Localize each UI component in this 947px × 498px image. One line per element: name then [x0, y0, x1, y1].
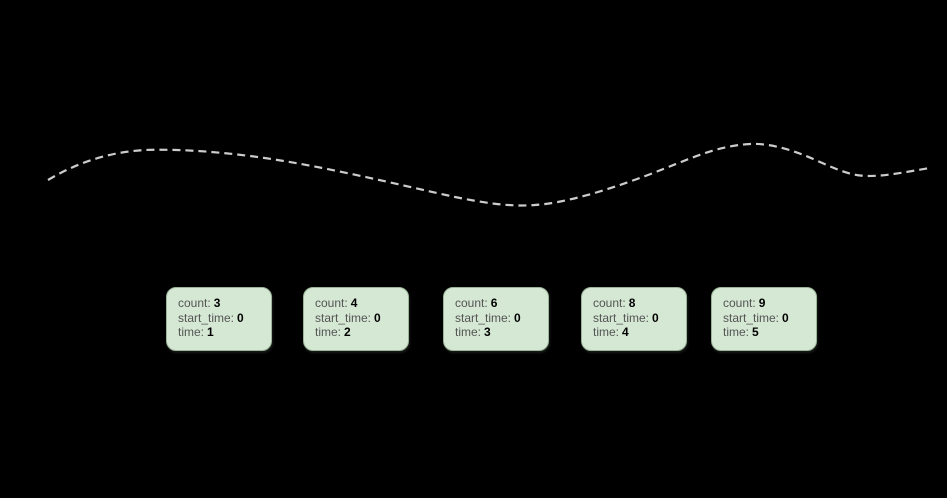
count-label: count: — [723, 296, 756, 310]
count-value: 9 — [758, 296, 766, 310]
time-value: 1 — [207, 325, 214, 339]
start-time-value: 0 — [374, 310, 381, 325]
time-value: 5 — [752, 325, 759, 339]
time-label: time: — [723, 325, 750, 339]
start-time-label: start_time: — [178, 310, 235, 325]
count-label: count: — [178, 296, 211, 310]
start-time-row: start_time:0 — [455, 311, 542, 326]
state-node-3: count:6 start_time:0 time:3 — [443, 287, 549, 351]
start-time-label: start_time: — [315, 310, 372, 325]
count-row: count:4 — [315, 296, 402, 311]
time-value: 2 — [344, 325, 351, 339]
start-time-value: 0 — [652, 310, 659, 325]
state-node-5: count:9 start_time:0 time:5 — [711, 287, 817, 351]
count-value: 6 — [490, 296, 498, 310]
count-value: 4 — [350, 296, 358, 310]
state-node-2: count:4 start_time:0 time:2 — [303, 287, 409, 351]
time-label: time: — [455, 325, 482, 339]
start-time-row: start_time:0 — [178, 311, 265, 326]
time-label: time: — [178, 325, 205, 339]
time-label: time: — [315, 325, 342, 339]
start-time-label: start_time: — [593, 310, 650, 325]
count-row: count:8 — [593, 296, 680, 311]
start-time-row: start_time:0 — [593, 311, 680, 326]
start-time-row: start_time:0 — [723, 311, 810, 326]
time-value: 4 — [622, 325, 629, 339]
time-row: time:4 — [593, 325, 680, 340]
count-label: count: — [315, 296, 348, 310]
time-label: time: — [593, 325, 620, 339]
time-row: time:3 — [455, 325, 542, 340]
count-row: count:9 — [723, 296, 810, 311]
count-row: count:3 — [178, 296, 265, 311]
start-time-value: 0 — [237, 310, 244, 325]
dashed-curve-path — [47, 142, 931, 207]
time-value: 3 — [484, 325, 491, 339]
start-time-value: 0 — [514, 310, 521, 325]
count-row: count:6 — [455, 296, 542, 311]
count-value: 8 — [628, 296, 636, 310]
start-time-value: 0 — [782, 310, 789, 325]
time-row: time:5 — [723, 325, 810, 340]
time-row: time:2 — [315, 325, 402, 340]
start-time-label: start_time: — [455, 310, 512, 325]
state-node-4: count:8 start_time:0 time:4 — [581, 287, 687, 351]
count-label: count: — [455, 296, 488, 310]
state-node-1: count:3 start_time:0 time:1 — [166, 287, 272, 351]
time-row: time:1 — [178, 325, 265, 340]
start-time-row: start_time:0 — [315, 311, 402, 326]
count-label: count: — [593, 296, 626, 310]
count-value: 3 — [213, 296, 221, 310]
start-time-label: start_time: — [723, 310, 780, 325]
